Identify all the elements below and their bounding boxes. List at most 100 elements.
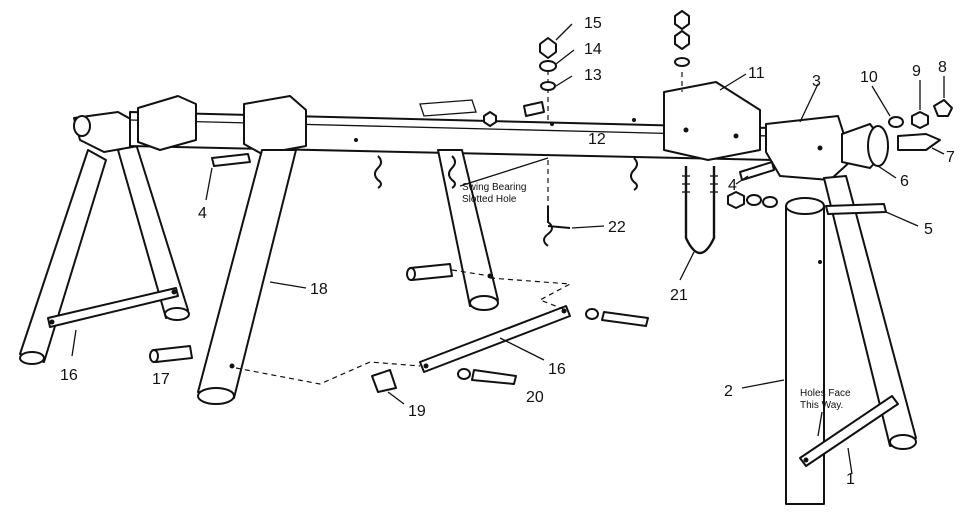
label-21: 21 bbox=[670, 287, 688, 304]
right-brace-1 bbox=[799, 395, 899, 467]
washer-top bbox=[674, 57, 690, 67]
washer-5 bbox=[746, 194, 762, 206]
leg-hole bbox=[818, 260, 822, 264]
bracket-hole bbox=[683, 127, 689, 133]
label-17: 17 bbox=[152, 371, 170, 388]
left-end-cap bbox=[73, 115, 91, 137]
eye-bolt-7 bbox=[897, 133, 941, 151]
label-14: 14 bbox=[584, 41, 602, 58]
leader-lines bbox=[71, 23, 945, 475]
brace-bolt bbox=[803, 457, 809, 463]
washer-20 bbox=[457, 368, 471, 380]
front-leg-inner-foot bbox=[469, 295, 499, 311]
label-8: 8 bbox=[938, 59, 947, 76]
leader-19 bbox=[387, 391, 405, 405]
leg-hole bbox=[229, 363, 235, 369]
leader-21 bbox=[679, 251, 695, 281]
label-10: 10 bbox=[860, 69, 878, 86]
label-16-left: 16 bbox=[60, 367, 78, 384]
dashed-line-18-16 bbox=[235, 361, 421, 385]
leader-7 bbox=[931, 147, 945, 155]
bolt-4-right bbox=[739, 161, 775, 181]
nut-mid bbox=[674, 30, 690, 50]
note-bearing-line1: Swing Bearing bbox=[462, 182, 526, 193]
leader-1 bbox=[847, 447, 853, 475]
u-bolt-21 bbox=[684, 166, 716, 255]
note-bearing-line2: Slotted Hole bbox=[462, 194, 517, 205]
lock-washer-14 bbox=[539, 60, 557, 72]
bolt-17-head bbox=[149, 349, 159, 363]
bolt-5 bbox=[825, 203, 887, 215]
bolt-20 bbox=[471, 369, 517, 385]
label-4-left: 4 bbox=[198, 205, 207, 222]
middle-brace-16 bbox=[419, 305, 571, 373]
washer-20b bbox=[585, 308, 599, 320]
bracket-hole bbox=[817, 145, 823, 151]
leader-2 bbox=[741, 379, 785, 389]
leader-22 bbox=[571, 225, 605, 229]
nut-9 bbox=[911, 111, 929, 129]
leader-16-mid bbox=[499, 337, 545, 361]
label-4-right: 4 bbox=[728, 177, 737, 194]
left-leg-outer bbox=[19, 149, 107, 363]
front-leg-inner bbox=[437, 149, 499, 307]
leader-10 bbox=[871, 85, 891, 117]
beam-hole bbox=[550, 122, 554, 126]
label-15: 15 bbox=[584, 15, 602, 32]
brace-16 bbox=[419, 305, 571, 373]
bolt bbox=[523, 101, 545, 117]
leader-15 bbox=[555, 23, 573, 41]
right-a-frame-2 bbox=[785, 175, 917, 505]
washer-5b bbox=[762, 196, 778, 208]
bolt-17b-head bbox=[406, 267, 416, 281]
washer-13 bbox=[540, 81, 556, 91]
leader-6 bbox=[877, 165, 897, 179]
washer-10 bbox=[888, 116, 904, 128]
brace-hole bbox=[561, 308, 567, 314]
leader-13 bbox=[555, 75, 573, 87]
bracket-3 bbox=[765, 115, 853, 181]
leader-bearing bbox=[459, 157, 549, 187]
label-5: 5 bbox=[924, 221, 933, 238]
nut bbox=[483, 111, 497, 127]
label-18: 18 bbox=[310, 281, 328, 298]
leg-back-foot bbox=[889, 434, 917, 450]
left-leg-inner-foot bbox=[164, 307, 190, 321]
beam-hole bbox=[354, 138, 358, 142]
label-22: 22 bbox=[608, 219, 626, 236]
bolt-17b bbox=[409, 263, 453, 281]
swing-hanger bbox=[448, 155, 456, 189]
bracket-11 bbox=[663, 81, 761, 161]
leader-16-left bbox=[71, 329, 77, 357]
left-brace-16 bbox=[47, 287, 179, 328]
leader-3 bbox=[799, 83, 819, 123]
bracket-center-left bbox=[243, 95, 307, 155]
leader-14 bbox=[555, 49, 575, 65]
swing-hanger bbox=[630, 157, 638, 191]
label-1: 1 bbox=[846, 471, 855, 488]
swing-bearing-22 bbox=[543, 206, 571, 247]
leader-4-left bbox=[205, 167, 213, 201]
right-leg-back bbox=[823, 175, 917, 447]
left-leg-outer-foot bbox=[19, 351, 45, 365]
notes: Swing Bearing Slotted Hole Holes Face Th… bbox=[462, 182, 851, 411]
nut-top bbox=[674, 10, 690, 30]
cap-nut-8 bbox=[933, 99, 953, 117]
leg-2-top bbox=[785, 197, 825, 215]
leader-11 bbox=[719, 73, 747, 91]
label-6: 6 bbox=[900, 173, 909, 190]
swing-hanger bbox=[374, 155, 382, 189]
note-holes-line1: Holes Face bbox=[800, 388, 851, 399]
label-2: 2 bbox=[724, 383, 733, 400]
label-13: 13 bbox=[584, 67, 602, 84]
bolt-4-left bbox=[211, 153, 251, 167]
plug-19 bbox=[371, 369, 397, 393]
bolt-17 bbox=[153, 345, 193, 363]
leader-holes bbox=[817, 411, 823, 437]
nut-15 bbox=[539, 37, 557, 59]
label-7: 7 bbox=[946, 149, 955, 166]
label-20: 20 bbox=[526, 389, 544, 406]
label-11: 11 bbox=[748, 65, 765, 82]
front-leg-18 bbox=[197, 149, 297, 399]
